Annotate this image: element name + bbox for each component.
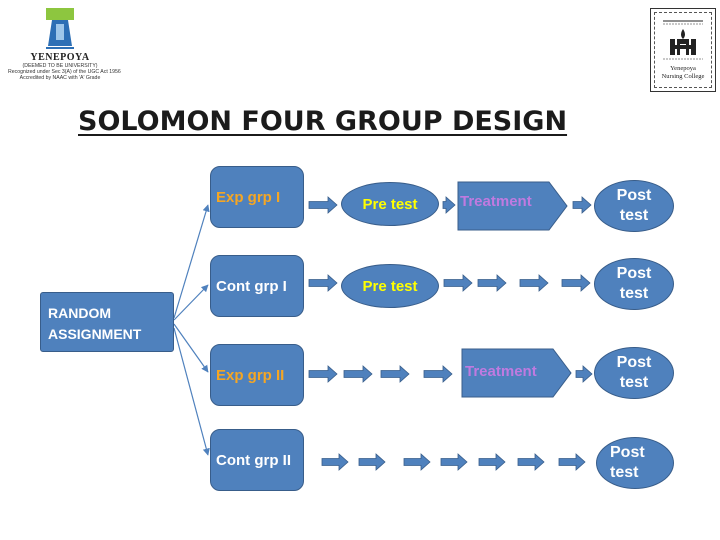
row1-arrow-3	[572, 196, 592, 214]
row2-post-test-line1: Post	[616, 265, 652, 282]
row1-arrow-1	[308, 196, 338, 214]
row4-post-test-line1: Post	[610, 444, 645, 461]
row3-arrow-2	[343, 365, 373, 383]
row2-post-test-line2: test	[619, 285, 649, 302]
control-group-1-label: Cont grp I	[216, 277, 287, 295]
university-crest-icon	[46, 8, 74, 49]
page-title: SOLOMON FOUR GROUP DESIGN	[78, 106, 568, 137]
row1-pre-test-oval: Pre test	[341, 182, 439, 226]
row4-post-test-oval: Post test	[596, 437, 674, 489]
connector-to-exp-grp-2	[173, 323, 209, 373]
row2-pre-test-label: Pre test	[362, 277, 418, 295]
exp-group-2-box: Exp grp II	[210, 344, 304, 406]
row2-post-test-oval: Post test	[594, 258, 674, 310]
university-accreditation: Accredited by NAAC with 'A' Grade	[19, 75, 101, 82]
university-name: YENEPOYA	[30, 52, 90, 63]
college-name-line1: Yenepoya	[670, 65, 696, 72]
college-emblem-icon	[663, 20, 703, 60]
row1-post-test-line1: Post	[616, 187, 652, 204]
control-group-2-label: Cont grp II	[216, 451, 291, 469]
exp-group-2-label: Exp grp II	[216, 366, 285, 384]
row1-arrow-2	[442, 196, 456, 214]
row4-arrow-3	[403, 453, 431, 471]
row2-arrow-3	[477, 274, 507, 292]
row4-arrow-7	[558, 453, 586, 471]
row1-post-test-oval: Post test	[594, 180, 674, 232]
random-assignment-line1: RANDOM	[48, 305, 111, 321]
row2-arrow-4	[519, 274, 549, 292]
row3-arrow-3	[380, 365, 410, 383]
row4-arrow-4	[440, 453, 468, 471]
row2-pre-test-oval: Pre test	[341, 264, 439, 308]
yenepoya-university-logo: YENEPOYA (DEEMED TO BE UNIVERSITY) Recog…	[8, 4, 121, 96]
row4-arrow-2	[358, 453, 386, 471]
row3-post-test-line1: Post	[616, 354, 652, 371]
row2-arrow-5	[561, 274, 591, 292]
connector-to-exp-grp-1	[173, 204, 210, 319]
row2-arrow-1	[308, 274, 338, 292]
row4-post-test-line2: test	[610, 464, 639, 481]
row3-post-test-line2: test	[619, 374, 649, 391]
control-group-1-box: Cont grp I	[210, 255, 304, 317]
university-subtitle: (DEEMED TO BE UNIVERSITY)	[22, 63, 98, 69]
control-group-2-box: Cont grp II	[210, 429, 304, 491]
row3-post-test-oval: Post test	[594, 347, 674, 399]
row2-arrow-2	[443, 274, 473, 292]
random-assignment-box: RANDOM ASSIGNMENT	[40, 292, 174, 352]
logo-frame: Yenepoya Nursing College	[654, 12, 712, 88]
connector-to-cont-grp-2	[173, 327, 210, 456]
connector-to-cont-grp-1	[173, 284, 209, 321]
row1-treatment-label: Treatment	[460, 193, 532, 210]
row4-arrow-5	[478, 453, 506, 471]
random-assignment-line2: ASSIGNMENT	[48, 326, 142, 342]
university-recognition: Recognized under Sec 3(A) of the UGC Act…	[8, 69, 121, 76]
row1-post-test-line2: test	[619, 207, 649, 224]
row3-arrow-4	[423, 365, 453, 383]
nursing-college-logo: Yenepoya Nursing College	[650, 8, 716, 92]
row3-arrow-5	[575, 365, 593, 383]
exp-group-1-box: Exp grp I	[210, 166, 304, 228]
row1-treatment-shape	[457, 181, 568, 231]
row4-arrow-1	[321, 453, 349, 471]
row4-arrow-6	[517, 453, 545, 471]
row3-treatment-label: Treatment	[465, 363, 537, 380]
row1-pre-test-label: Pre test	[362, 195, 418, 213]
college-name-line2: Nursing College	[661, 72, 705, 80]
row3-treatment-shape	[461, 348, 572, 398]
row3-arrow-1	[308, 365, 338, 383]
exp-group-1-label: Exp grp I	[216, 188, 281, 206]
